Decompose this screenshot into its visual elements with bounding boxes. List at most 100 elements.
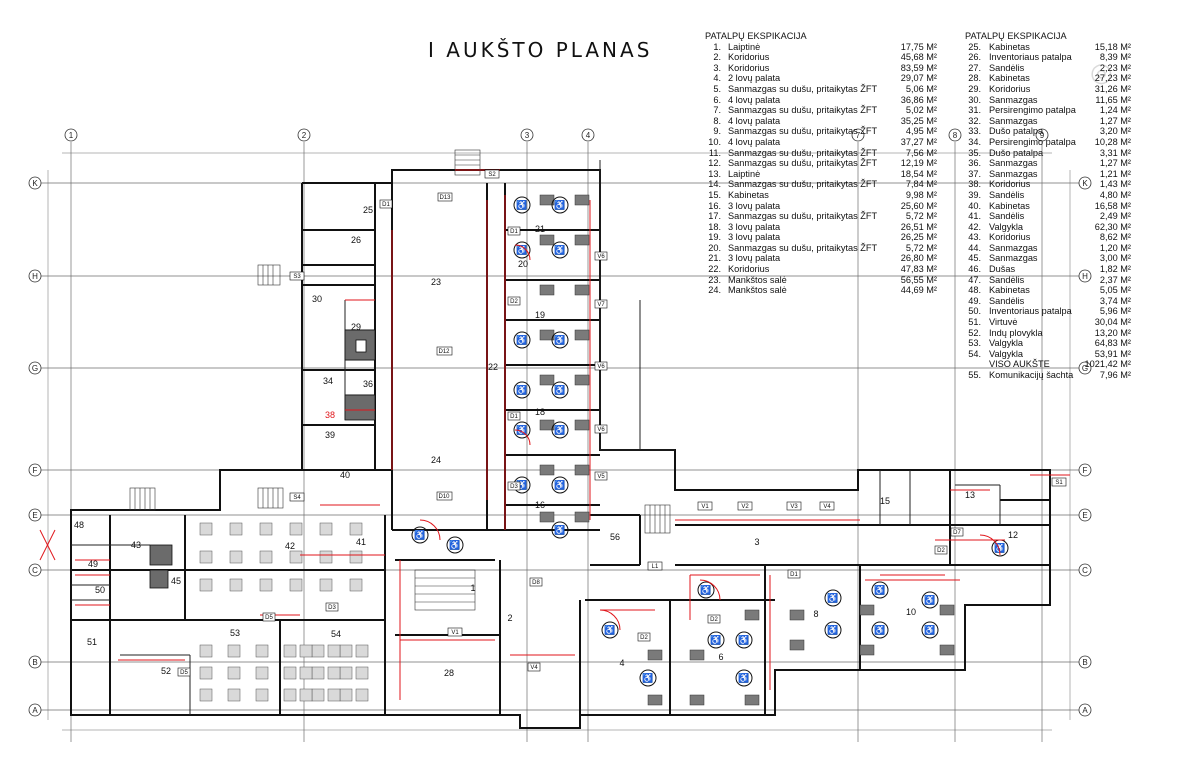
room-label: 12 [1008,530,1018,540]
room-number: 41. [968,211,981,222]
room-label: 8 [813,609,818,619]
axis-bubbles [28,128,1092,717]
table [227,688,241,702]
door-tag: S2 [488,172,496,178]
room-number: 23. [708,274,721,285]
axis-label-row: B [1082,658,1087,667]
room-label: 4 [619,658,624,668]
room-name: 3 lovų palata [728,200,781,211]
axis-label-row: F [33,466,38,475]
door-tag: V2 [741,504,749,510]
table [319,550,333,564]
bed [939,604,955,616]
room-number: 30. [968,94,981,105]
room-number: 16. [708,200,721,211]
table [199,688,213,702]
table [229,578,243,592]
room-area: 5,96 M² [1099,306,1131,317]
wheelchair-icon: ♿ [827,624,838,635]
wheelchair-icon: ♿ [554,244,565,255]
room-number: 3. [713,62,721,73]
room-number: 12. [708,158,721,169]
room-area: 3,31 M² [1099,147,1131,158]
room-area: 29,07 M² [900,73,937,84]
room-area: 53,91 M² [1094,348,1131,359]
door-tag: V4 [530,665,538,671]
bed [539,374,555,386]
room-number: 22. [708,264,721,275]
axis-label-row: F [1083,466,1088,475]
room-name: Dušo patalpa [989,126,1044,137]
room-number: 44. [968,242,981,253]
room-schedule-header: PATALPŲ EKSPIKACIJA [705,31,807,41]
bed [574,284,590,296]
table [283,644,297,658]
door-tag: V1 [701,504,709,510]
room-area: 1,27 M² [1099,115,1131,126]
room-number: 13. [708,168,721,179]
wheelchair-icon [513,196,531,214]
door-tag: D2 [510,299,518,305]
room-name: Sanmazgas [989,168,1038,179]
table [299,666,313,680]
room-name: Koridorius [989,232,1031,243]
room-name: 3 lovų palata [728,253,781,264]
room-label: 30 [312,294,322,304]
room-area: 2,37 M² [1099,274,1131,285]
room-number: 29. [968,83,981,94]
door-tag: V1 [451,630,459,636]
room-number: 1. [713,41,721,52]
room-area: 56,55 M² [900,274,937,285]
room-area: 64,83 M² [1094,338,1131,349]
room-number: 31. [968,105,981,116]
bed [689,694,705,706]
room-area: 26,51 M² [900,221,937,232]
room-number: 42. [968,221,981,232]
table [327,666,341,680]
room-number: 26. [968,52,981,63]
table [339,644,353,658]
wheelchair-icon: ♿ [516,199,527,210]
room-label: 34 [323,376,333,386]
room-label: 28 [444,668,454,678]
room-area: 5,06 M² [905,83,937,94]
room-label: 39 [325,430,335,440]
wheelchair-icon: ♿ [738,634,749,645]
room-label: 29 [351,322,361,332]
room-number: 28. [968,73,981,84]
bed [859,604,875,616]
room-name: Koridorius [728,264,770,275]
room-name: Sanmazgas su dušu, pritaikytas ŽFT [728,83,878,94]
table [199,522,213,536]
room-number: 36. [968,158,981,169]
wheelchair-icons: ♿♿♿♿♿♿♿♿♿♿♿♿♿♿♿♿♿♿♿♿♿♿♿♿♿♿♿♿ [411,196,1009,687]
room-number: 51. [968,317,981,328]
room-area: 36,86 M² [900,94,937,105]
room-number: 5. [713,83,721,94]
room-label: 19 [535,310,545,320]
door-tag: D13 [439,195,451,201]
room-label: 26 [351,235,361,245]
table [199,666,213,680]
table [283,666,297,680]
wheelchair-icon: ♿ [604,624,615,635]
axis-label-row: C [32,566,38,575]
room-number: 11. [708,147,721,158]
